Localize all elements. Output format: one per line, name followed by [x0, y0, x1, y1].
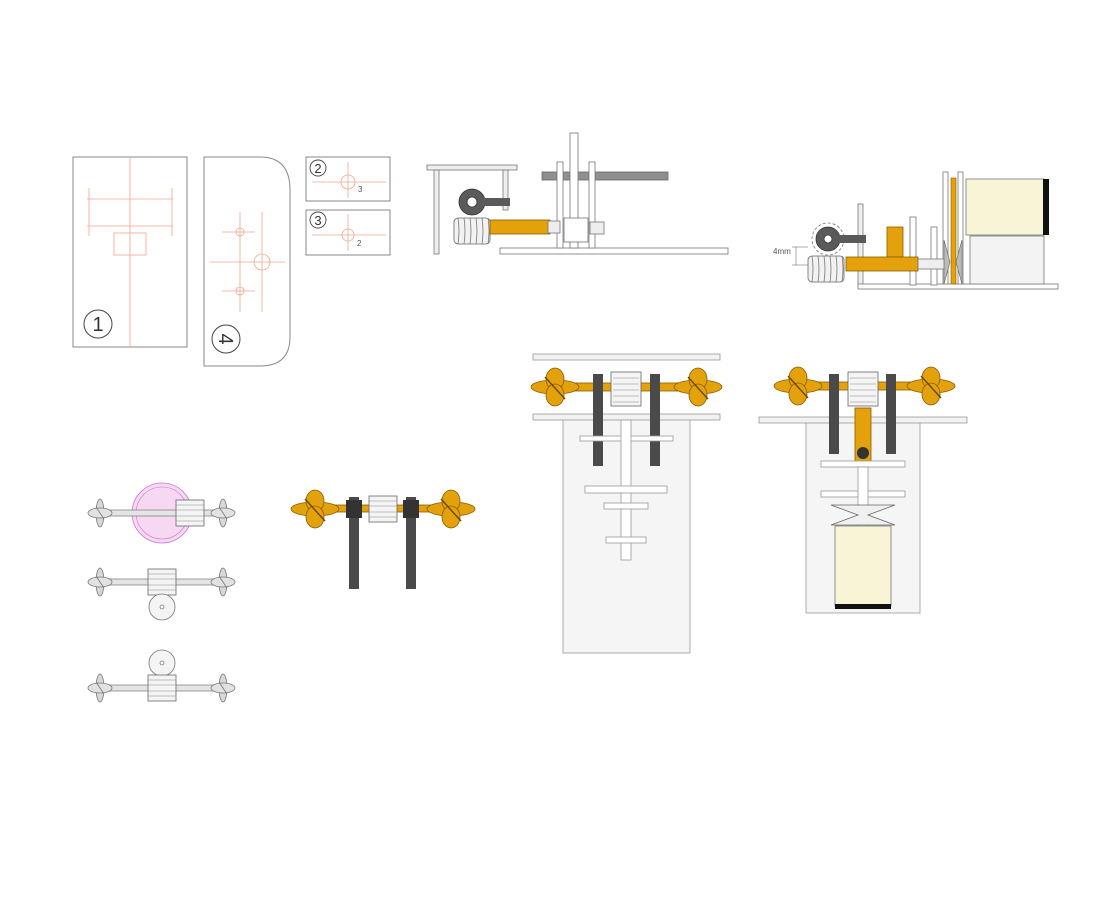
propeller-icon [210, 567, 236, 597]
side-view-motor-assembly: 4mm [773, 171, 1059, 290]
propeller-icon [87, 567, 113, 597]
worm-gear-icon [847, 371, 879, 407]
front-view-assembly [530, 353, 723, 654]
part-3-plate: 3 2 [305, 209, 391, 256]
worm-gear-icon [453, 217, 491, 245]
propeller-icon [210, 673, 236, 703]
top-view-gear-3 [87, 649, 236, 703]
spur-gear-icon [368, 495, 398, 523]
spur-gear-icon [147, 674, 177, 702]
top-view-gear-2 [87, 567, 236, 621]
part-3-label: 3 [314, 213, 321, 228]
motor-icon [965, 178, 1045, 236]
part-4-plate: 4 [203, 156, 291, 367]
top-view-gear-1 [87, 482, 236, 544]
part-number-circle [309, 159, 327, 177]
part-number-circle [83, 309, 113, 339]
pulley-icon [830, 504, 896, 526]
dimension-label: 4mm [773, 247, 791, 256]
spur-gear-icon [175, 499, 205, 527]
motor-icon [834, 525, 892, 607]
propeller-icon [530, 367, 580, 407]
part-1-plate: 1 [72, 156, 188, 348]
propeller-icon [426, 489, 476, 529]
drive-shaft-assembly [290, 489, 476, 589]
worm-gear-icon [807, 255, 845, 283]
worm-gear-icon [610, 371, 642, 407]
part-4-label: 4 [214, 333, 236, 344]
part-number-circle [309, 211, 327, 229]
propeller-icon [210, 498, 236, 528]
propeller-icon [290, 489, 340, 529]
propeller-icon [906, 366, 956, 406]
front-view-motor-assembly [758, 366, 968, 614]
part-2-plate: 2 3 [305, 156, 391, 202]
propeller-icon [87, 673, 113, 703]
propeller-icon [773, 366, 823, 406]
part-2-hole-label: 3 [358, 185, 363, 194]
propeller-icon [87, 498, 113, 528]
part-2-label: 2 [314, 161, 321, 176]
spur-gear-icon [147, 568, 177, 596]
part-number-circle [211, 324, 241, 354]
part-1-label: 1 [92, 314, 103, 336]
side-view-assembly [426, 132, 729, 255]
propeller-icon [673, 367, 723, 407]
part-3-hole-label: 2 [357, 239, 362, 248]
